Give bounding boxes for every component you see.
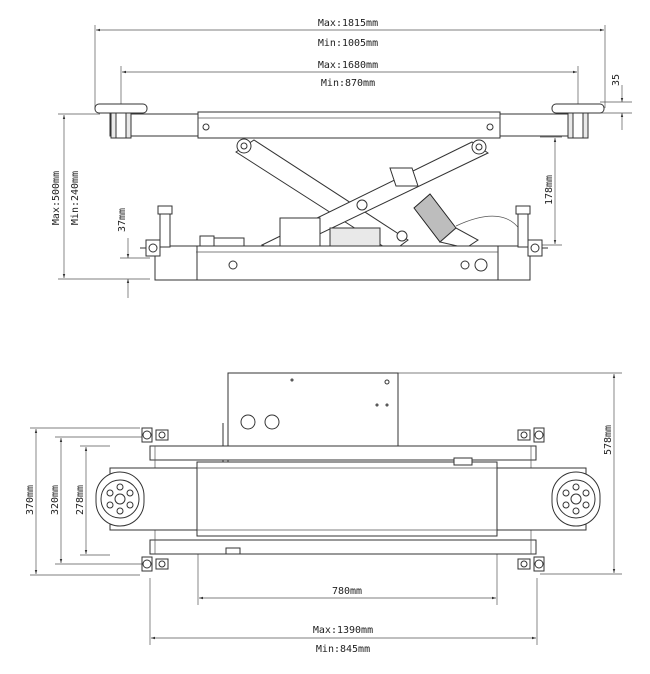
base-height-dimension: 37mm [117,208,150,298]
frame-length-dimension: 780mm [197,550,498,605]
right-pad-top [551,471,601,527]
overall-width-dimension: Max:1815mm Min:1005mm [94,18,606,108]
inner-width-dimension: 278mm [75,445,110,556]
outer-width-dimension: 370mm [25,427,140,576]
pad-span-max-label: Max:1680mm [318,60,378,71]
height-dimension: Max:500mm Min:240mm [51,113,150,280]
pad-span-dimension: Max:1680mm Min:870mm [120,60,579,105]
width-min-label: Min:1005mm [318,38,378,49]
base-height-label: 37mm [117,208,128,232]
height-max-label: Max:500mm [51,171,62,225]
pump-unit [222,372,399,462]
pad-height-dimension: 35 [600,74,632,130]
right-roller-assembly [515,205,548,257]
roller-bracket-top-right [517,427,545,443]
pad-height-label: 35 [611,74,622,86]
main-platform [196,457,498,555]
left-pad-top [95,471,145,527]
frame-length-label: 780mm [332,586,362,597]
roller-bracket-top-left [141,427,169,443]
length-min-label: Min:845mm [316,644,370,655]
lifting-beam [109,111,589,139]
mid-width-label: 320mm [50,485,61,515]
overall-length-dimension: Max:1390mm Min:845mm [149,578,538,655]
roller-bracket-bottom-right [517,556,545,572]
length-max-label: Max:1390mm [313,625,373,636]
left-rubber-pad [94,103,148,139]
height-min-label: Min:240mm [70,171,81,225]
inner-width-label: 278mm [75,485,86,515]
depth-dimension: 578mm [398,372,622,575]
top-view: 578mm 370mm 320mm 278mm 780mm [25,372,622,655]
right-rubber-pad [551,103,605,139]
arm-drop-dimension: 178mm [540,136,562,246]
depth-label: 578mm [603,425,614,455]
pad-span-min-label: Min:870mm [321,78,375,89]
hydraulic-cylinder [413,193,521,249]
mid-width-dimension: 320mm [50,436,145,565]
side-view: Max:1815mm Min:1005mm Max:1680mm Min:870… [51,18,632,298]
base-frame [154,217,531,281]
outer-width-label: 370mm [25,485,36,515]
width-max-label: Max:1815mm [318,18,378,29]
left-roller-assembly [140,205,173,257]
roller-bracket-bottom-left [141,556,169,572]
arm-drop-label: 178mm [544,175,555,205]
